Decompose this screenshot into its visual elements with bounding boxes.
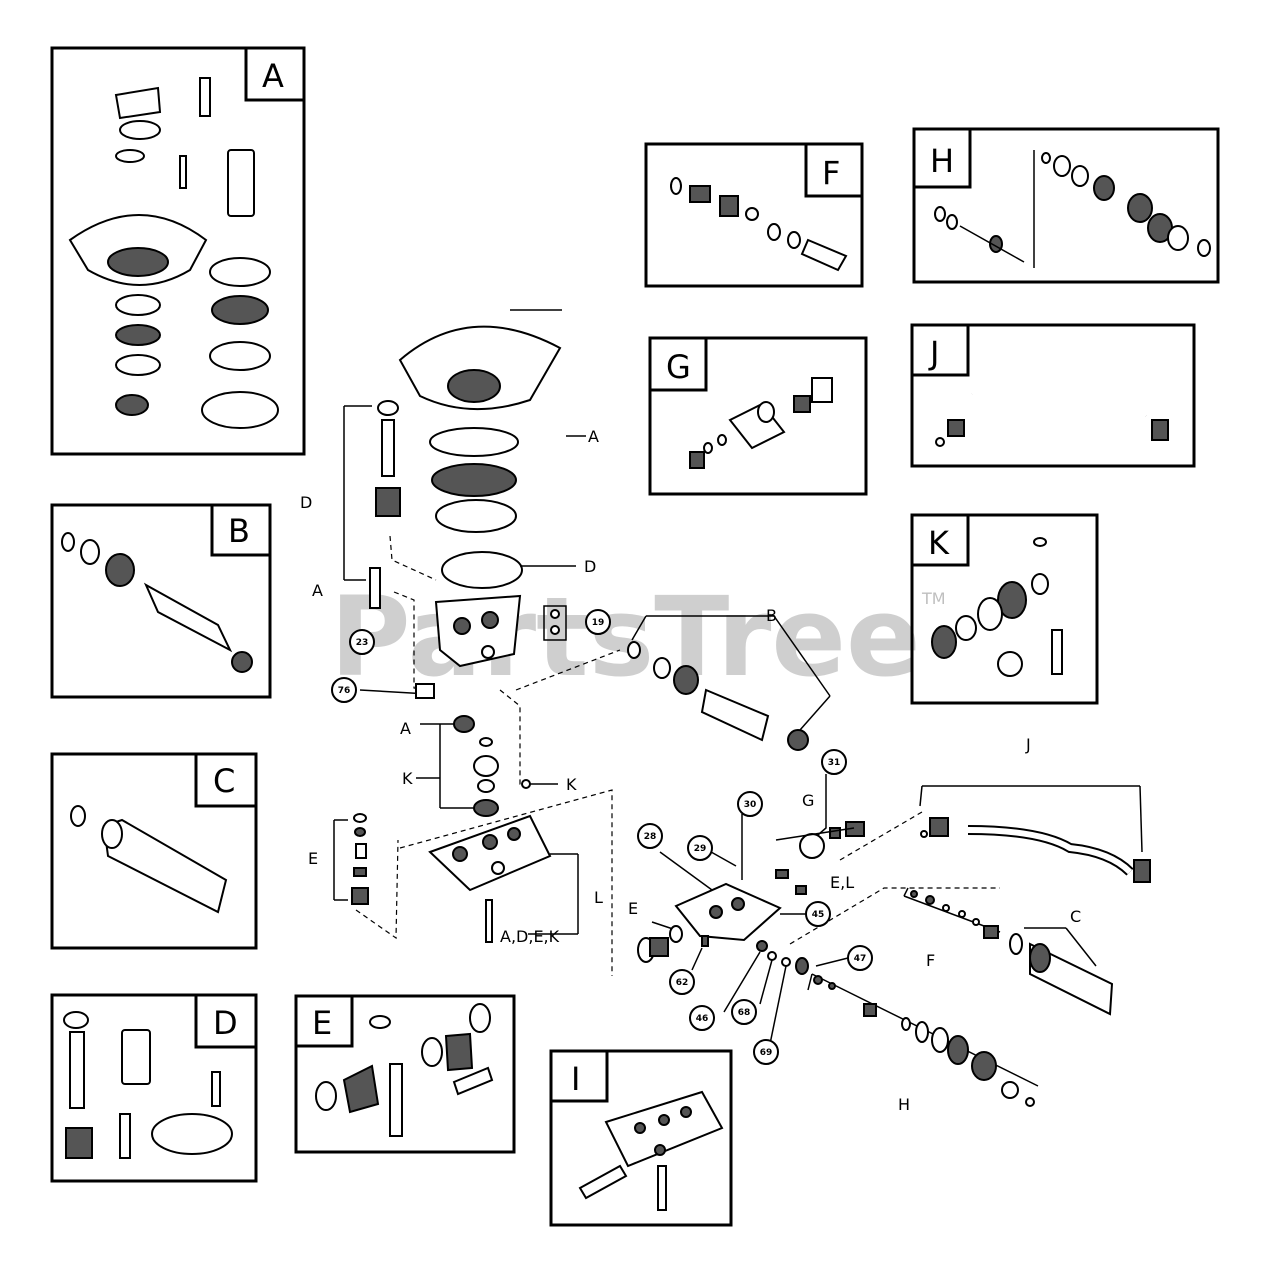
callout-a-top: A <box>588 427 599 446</box>
callout-b: B <box>766 606 777 625</box>
kit-k-label: K <box>928 524 950 562</box>
kit-b-label: B <box>228 512 250 550</box>
svg-text:19: 19 <box>592 618 605 628</box>
callout-d-right: D <box>584 557 596 576</box>
kit-box-h[interactable]: H <box>912 127 1220 284</box>
callout-g: G <box>802 791 814 810</box>
kit-i-label: I <box>571 1060 580 1098</box>
kit-box-a[interactable]: A <box>50 46 306 456</box>
kit-e-label: E <box>312 1004 332 1042</box>
callout-e-left: E <box>308 849 318 868</box>
kit-j-label: J <box>928 334 939 372</box>
part-number-19[interactable]: 19 <box>585 609 611 635</box>
kit-box-c[interactable]: C <box>50 752 258 950</box>
part-number-28[interactable]: 28 <box>637 823 663 849</box>
callout-adek: A,D,E,K <box>500 927 560 946</box>
watermark-trademark: TM <box>921 589 946 608</box>
kit-box-e[interactable]: E <box>294 994 516 1154</box>
part-number-62[interactable]: 62 <box>669 969 695 995</box>
callout-a-left: A <box>312 581 323 600</box>
svg-text:28: 28 <box>644 832 657 842</box>
svg-text:69: 69 <box>760 1048 773 1058</box>
svg-text:23: 23 <box>356 638 369 648</box>
kit-box-i[interactable]: I <box>549 1049 733 1227</box>
callout-k-left: K <box>402 769 413 788</box>
watermark-text: PartsTree <box>330 573 921 701</box>
part-number-46[interactable]: 46 <box>689 1005 715 1031</box>
callout-e-mid: E <box>628 899 638 918</box>
kit-box-d[interactable]: D <box>50 993 258 1183</box>
kit-box-b[interactable]: B <box>50 503 272 699</box>
part-number-30[interactable]: 30 <box>737 791 763 817</box>
callout-k-right: K <box>566 775 577 794</box>
svg-text:62: 62 <box>676 978 689 988</box>
svg-text:47: 47 <box>854 954 867 964</box>
kit-d-label: D <box>213 1004 238 1042</box>
kit-box-g[interactable]: G <box>648 336 868 496</box>
kit-g-label: G <box>666 348 691 386</box>
kit-f-label: F <box>822 154 840 192</box>
kit-box-j[interactable]: J <box>910 323 1196 468</box>
svg-text:76: 76 <box>338 686 351 696</box>
callout-h: H <box>898 1095 910 1114</box>
part-number-76[interactable]: 76 <box>331 677 357 703</box>
svg-text:68: 68 <box>738 1008 751 1018</box>
part-number-29[interactable]: 29 <box>687 835 713 861</box>
part-number-47[interactable]: 47 <box>847 945 873 971</box>
main-assembly <box>333 309 1151 1107</box>
callout-f: F <box>926 951 935 970</box>
callout-c: C <box>1070 907 1081 926</box>
callout-j: J <box>1025 735 1031 754</box>
part-number-69[interactable]: 69 <box>753 1039 779 1065</box>
svg-text:31: 31 <box>828 758 841 768</box>
kit-a-label: A <box>262 57 284 95</box>
svg-text:30: 30 <box>744 800 757 810</box>
part-number-31[interactable]: 31 <box>821 749 847 775</box>
callout-d-left: D <box>300 493 312 512</box>
callout-el: E,L <box>830 873 854 892</box>
callout-l: L <box>594 888 603 907</box>
kit-c-label: C <box>213 762 235 800</box>
kit-box-k[interactable]: K <box>910 513 1099 705</box>
svg-text:46: 46 <box>696 1014 709 1024</box>
svg-text:45: 45 <box>812 910 825 920</box>
svg-text:29: 29 <box>694 844 707 854</box>
part-number-68[interactable]: 68 <box>731 999 757 1025</box>
part-number-23[interactable]: 23 <box>349 629 375 655</box>
kit-box-f[interactable]: F <box>644 142 864 288</box>
part-number-45[interactable]: 45 <box>805 901 831 927</box>
callout-a-mid: A <box>400 719 411 738</box>
kit-h-label: H <box>930 142 954 180</box>
